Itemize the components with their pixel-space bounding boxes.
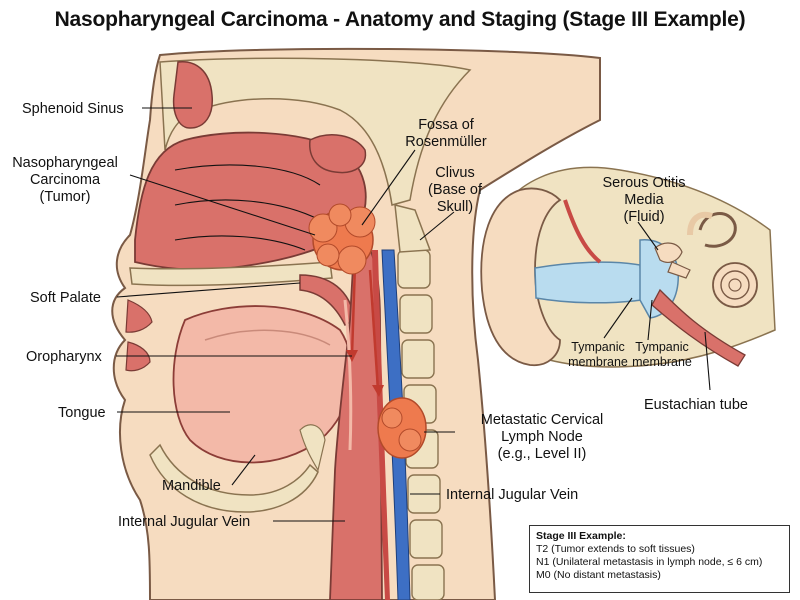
nasopharyngeal-tumor xyxy=(308,203,376,275)
page-title: Nasopharyngeal Carcinoma - Anatomy and S… xyxy=(54,8,746,31)
staging-m: M0 (No distant metastasis) xyxy=(536,569,661,581)
staging-box: Stage III Example: T2 (Tumor extends to … xyxy=(529,525,790,593)
label-serous-line3: (Fluid) xyxy=(623,209,664,225)
label-serous-line2: Media xyxy=(624,192,664,208)
label-npc-line2: Carcinoma xyxy=(30,172,101,188)
auricle xyxy=(480,187,562,367)
label-npc-line3: (Tumor) xyxy=(39,189,90,205)
label-serous-line1: Serous Otitis xyxy=(603,175,686,191)
label-node-line1: Metastatic Cervical xyxy=(481,412,603,428)
leader-lines xyxy=(116,107,711,522)
label-fossa-line2: Rosenmüller xyxy=(405,134,487,150)
staging-n: N1 (Unilateral metastasis in lymph node,… xyxy=(536,556,763,568)
label-clivus-line1: Clivus xyxy=(435,165,474,181)
label-mandible: Mandible xyxy=(162,478,221,494)
label-tympanic-a-line1: Tympanic xyxy=(571,340,625,354)
label-tympanic-b-line2: membrane xyxy=(632,355,692,369)
label-clivus-line2: (Base of xyxy=(428,182,483,198)
label-clivus-line3: Skull) xyxy=(437,199,473,215)
clivus xyxy=(394,204,432,253)
label-tympanic-b-line1: Tympanic xyxy=(635,340,689,354)
label-tympanic-a-line2: membrane xyxy=(568,355,628,369)
label-node-line3: (e.g., Level II) xyxy=(498,446,587,462)
metastatic-lymph-node xyxy=(377,397,427,459)
cochlea xyxy=(712,262,758,308)
label-ijv-right: Internal Jugular Vein xyxy=(446,487,578,503)
label-eustachian-tube: Eustachian tube xyxy=(644,397,748,413)
staging-t: T2 (Tumor extends to soft tissues) xyxy=(536,543,695,555)
mandible xyxy=(149,443,319,513)
staging-heading: Stage III Example: xyxy=(536,530,626,542)
label-oropharynx: Oropharynx xyxy=(26,349,103,365)
ear-canal xyxy=(534,261,643,304)
label-tongue: Tongue xyxy=(58,405,106,421)
label-fossa-line1: Fossa of xyxy=(418,117,475,133)
label-ijv-left: Internal Jugular Vein xyxy=(118,514,250,530)
label-sphenoid-sinus: Sphenoid Sinus xyxy=(22,101,124,117)
ear-inset xyxy=(480,166,776,368)
label-soft-palate: Soft Palate xyxy=(30,290,101,306)
label-npc-line1: Nasopharyngeal xyxy=(12,155,118,171)
sphenoid-sinus xyxy=(172,61,213,129)
eustachian-tube xyxy=(651,288,746,367)
label-node-line2: Lymph Node xyxy=(501,429,583,445)
hard-palate xyxy=(129,261,333,287)
